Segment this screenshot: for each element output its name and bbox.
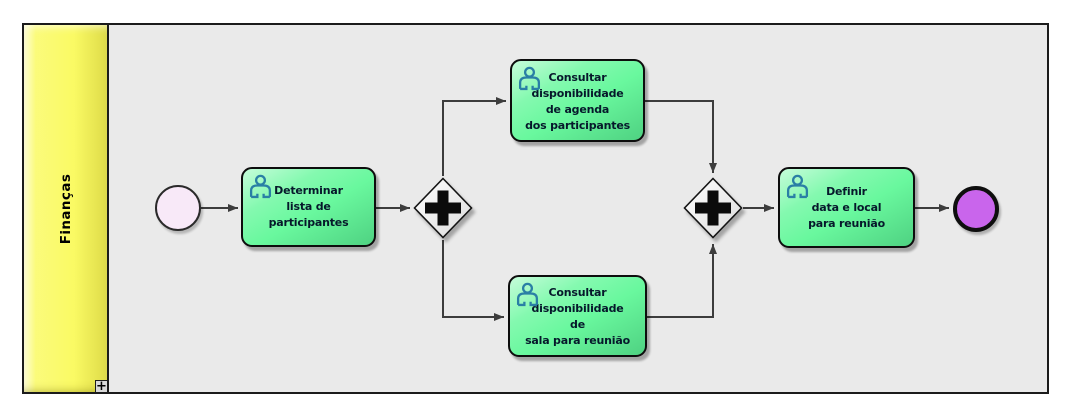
person-icon [516,282,539,307]
lane-expand-button[interactable]: + [95,380,108,393]
plus-marker-icon [695,190,731,226]
parallel-gateway-split[interactable] [413,177,473,239]
plus-marker-icon [425,190,461,226]
task-consultar-disponibilidade-de-agenda[interactable]: Consultar disponibilidade de agenda dos … [510,59,645,142]
person-icon [786,174,809,199]
start-event[interactable] [155,185,201,231]
task-label: Determinar lista de participantes [268,184,349,229]
task-consultar-disponibilidade-de-sala[interactable]: Consultar disponibilidade de sala para r… [508,275,647,357]
person-icon [518,66,541,91]
lane-financas[interactable]: Finanças + [24,25,109,393]
task-label: Definir data e local para reunião [808,184,885,230]
parallel-gateway-join[interactable] [683,177,743,239]
task-definir-data-e-local[interactable]: Definir data e local para reunião [778,167,915,248]
end-event[interactable] [953,186,999,232]
task-label: Consultar disponibilidade de sala para r… [525,286,630,347]
task-label: Consultar disponibilidade de agenda dos … [525,70,630,132]
lane-label: Finanças [57,173,74,244]
person-icon [249,174,272,199]
task-determinar-lista-de-participantes[interactable]: Determinar lista de participantes [241,167,376,247]
plus-icon: + [96,378,107,394]
